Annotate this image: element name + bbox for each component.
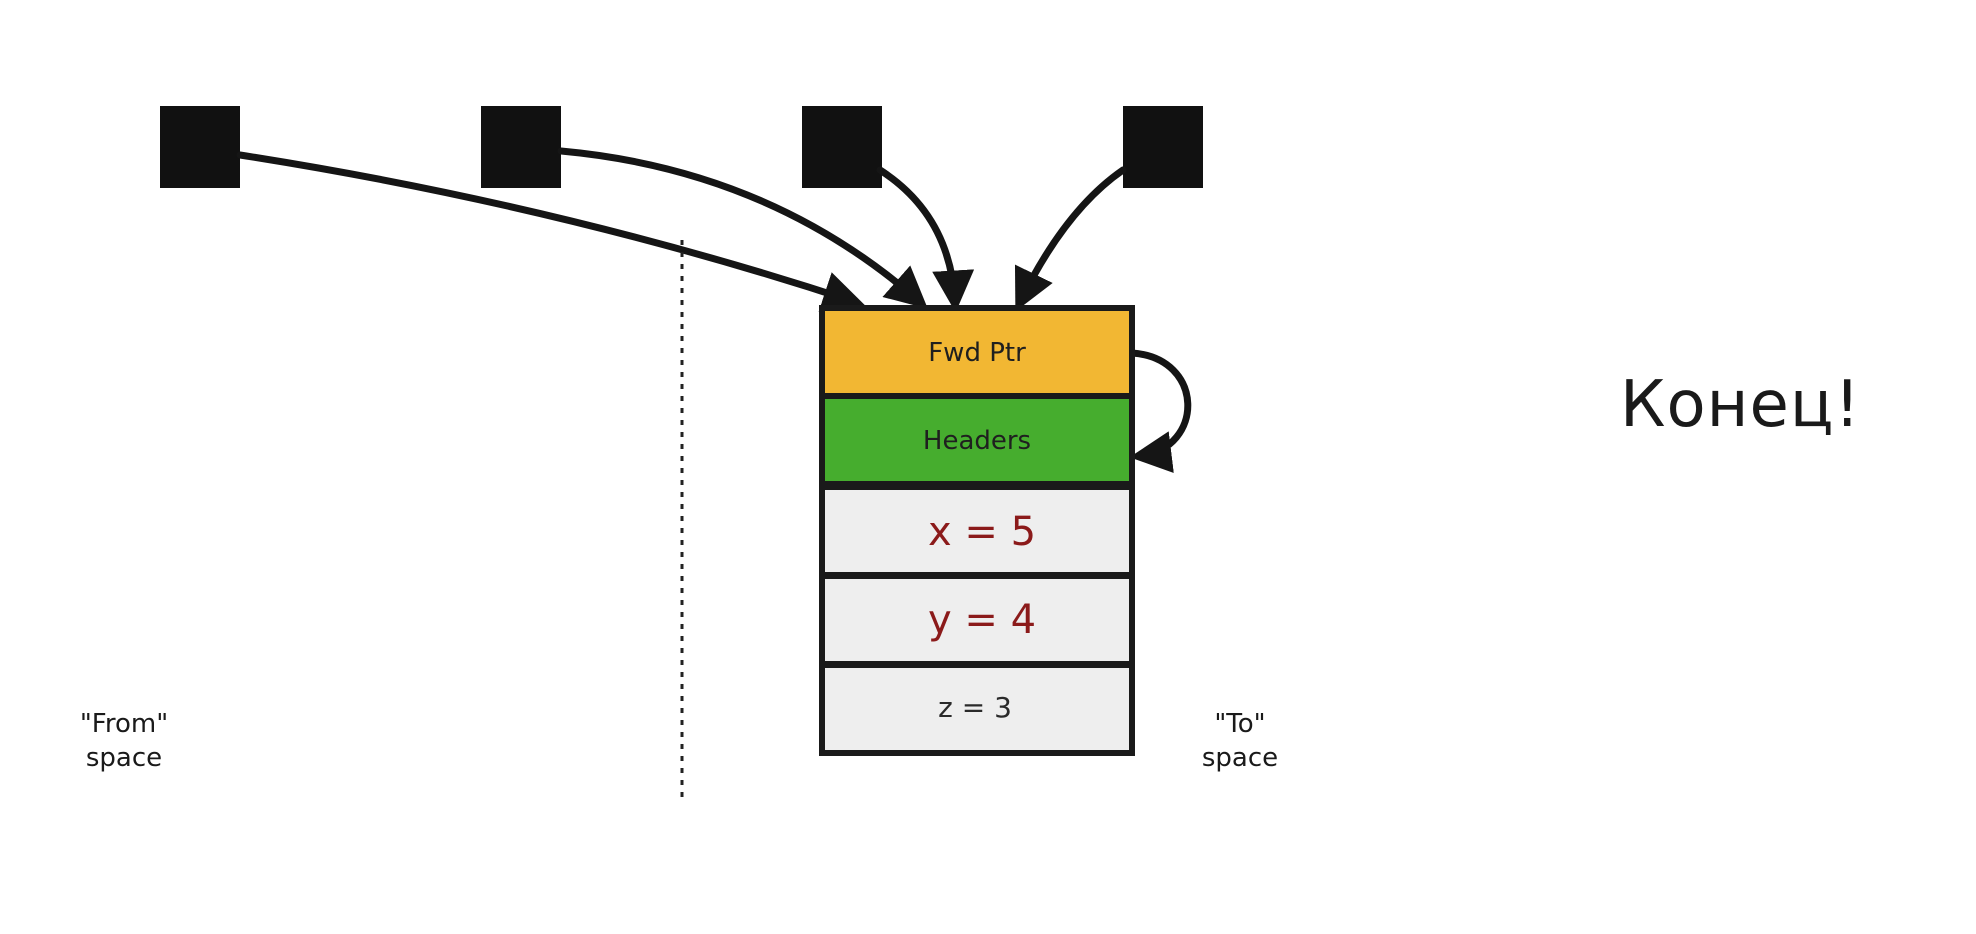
cell-y (819, 573, 1135, 667)
root-pointer-2 (481, 106, 561, 188)
root-pointer-4 (1123, 106, 1203, 188)
cell-fwd-ptr (819, 305, 1135, 399)
arrow-root-4 (1014, 166, 1127, 312)
cell-z (819, 662, 1135, 756)
cell-x-label: x = 5 (928, 509, 1036, 555)
cell-headers-label: Headers (923, 426, 1031, 456)
cell-fwd-ptr-label: Fwd Ptr (928, 338, 1026, 368)
cell-y-label: y = 4 (928, 597, 1036, 643)
cell-headers (819, 393, 1135, 487)
arrow-root-3 (876, 166, 975, 313)
from-space-label-line2: space (86, 743, 162, 773)
end-title: Конец! (1620, 368, 1862, 442)
to-space-label-line2: space (1202, 743, 1278, 773)
arrow-root-2 (557, 147, 928, 309)
cell-x (819, 484, 1135, 578)
cell-z-label: z = 3 (938, 691, 1012, 724)
root-pointer-1 (160, 106, 240, 188)
from-space-label-line1: "From" (80, 709, 168, 739)
root-pointer-3 (802, 106, 882, 188)
to-space-label-line1: "To" (1214, 709, 1265, 739)
forwarding-loop-arrow (1128, 349, 1192, 473)
arrow-root-1 (236, 151, 865, 313)
